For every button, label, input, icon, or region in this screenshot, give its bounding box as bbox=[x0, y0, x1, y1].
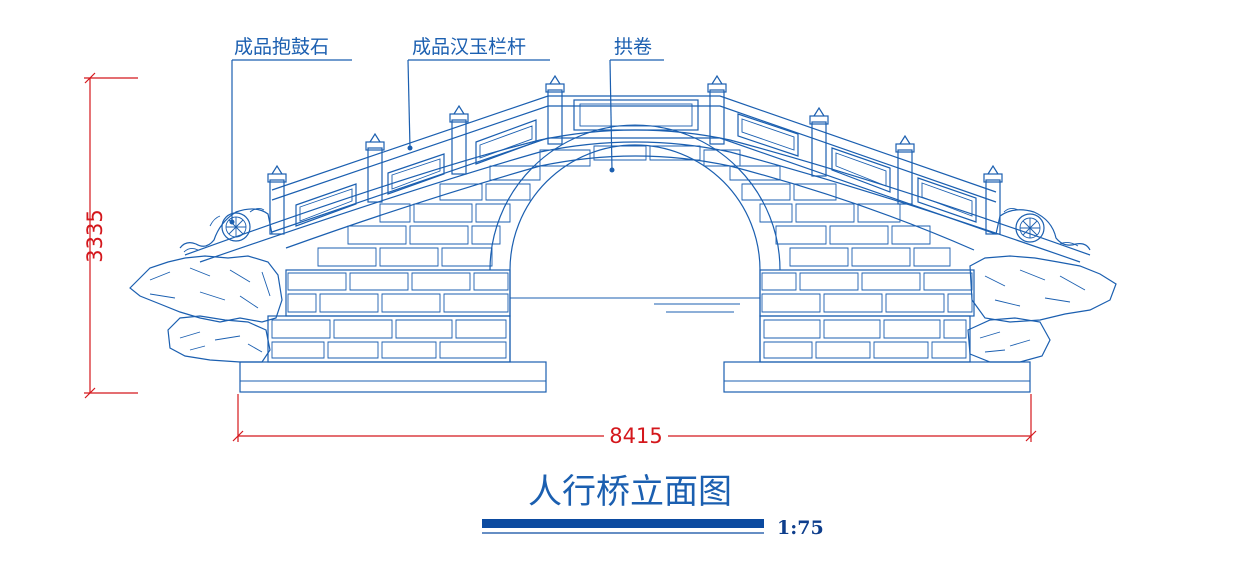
water-lines bbox=[510, 297, 760, 313]
left-foundation-slab bbox=[239, 361, 547, 393]
right-foundation-slab bbox=[723, 361, 1031, 393]
callout-railing: 成品汉玉栏杆 bbox=[407, 36, 550, 151]
arch-inner-ring bbox=[509, 144, 761, 271]
drawing-title: 人行桥立面图 bbox=[528, 472, 732, 512]
railing bbox=[267, 74, 1003, 235]
callout-railing-label: 成品汉玉栏杆 bbox=[412, 36, 526, 58]
callout-arch-label: 拱卷 bbox=[614, 36, 652, 58]
right-rockery bbox=[967, 255, 1117, 363]
left-abutment bbox=[267, 165, 541, 363]
callout-drum-stone: 成品抱鼓石 bbox=[229, 36, 352, 225]
railing-posts bbox=[267, 74, 1003, 235]
width-dimension: 8415 bbox=[232, 394, 1037, 448]
railing-panels bbox=[295, 99, 977, 227]
callout-arch: 拱卷 bbox=[609, 36, 664, 173]
arch-outer-ring bbox=[489, 124, 781, 271]
arch bbox=[489, 124, 781, 362]
width-dimension-value: 8415 bbox=[609, 424, 662, 448]
scale-bar bbox=[482, 519, 764, 534]
height-dimension-value: 3335 bbox=[83, 209, 107, 262]
right-abutment bbox=[729, 165, 975, 363]
foundation-slabs bbox=[239, 361, 1031, 393]
left-drum-stone bbox=[179, 207, 273, 253]
right-drum-stone bbox=[995, 207, 1091, 251]
callout-drum-stone-label: 成品抱鼓石 bbox=[234, 36, 329, 58]
height-dimension: 3335 bbox=[83, 72, 138, 399]
scale-label: 1:75 bbox=[777, 517, 824, 539]
left-rockery bbox=[129, 255, 283, 363]
